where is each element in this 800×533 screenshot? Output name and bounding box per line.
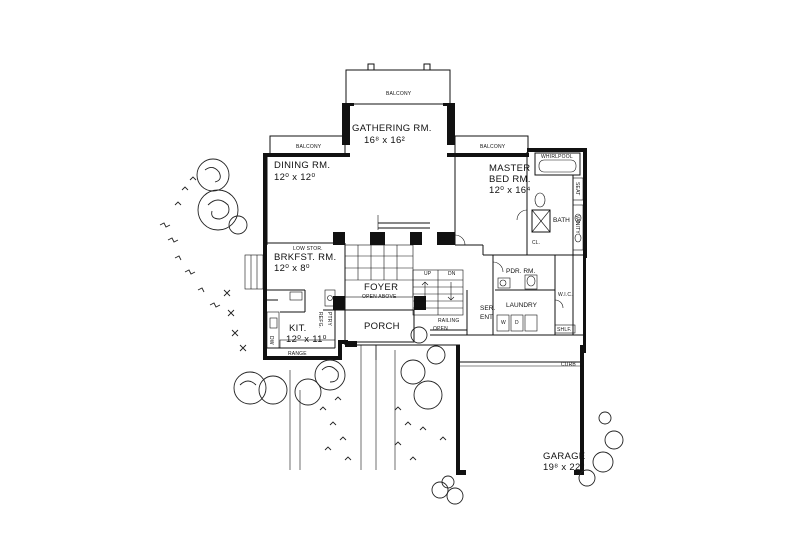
kitchen-name: KIT. <box>289 323 307 334</box>
master-room-size: 12⁰ x 16⁴ <box>489 185 531 196</box>
dishwasher-label: DW <box>268 336 274 345</box>
staircase <box>412 269 464 316</box>
brkfst-room-size: 12⁰ x 8⁰ <box>274 263 310 274</box>
master-room-name-2: BED RM. <box>489 174 531 185</box>
stair-down-label: DN <box>448 271 456 277</box>
service-entry-line2: ENT. <box>480 314 494 321</box>
bath-fixtures <box>531 177 584 251</box>
washer-label: W <box>501 320 506 326</box>
garage-size: 19⁸ x 22⁰ <box>543 462 585 473</box>
foyer-open-above: OPEN ABOVE <box>362 294 397 300</box>
closet-label-2: CL. <box>532 240 540 246</box>
closet-label-1: CL. <box>440 237 448 243</box>
bath-label: BATH <box>553 217 570 224</box>
walk-in-closet-label: W.I.C. <box>558 292 573 298</box>
room-labels: BALCONY BALCONY BALCONY GATHERING RM. 16… <box>268 91 585 473</box>
range-label: RANGE <box>288 351 307 357</box>
whirlpool-tub <box>534 152 581 176</box>
low-storage-label: LOW STOR. <box>293 246 323 252</box>
curb-label: CURB <box>561 362 576 368</box>
exterior-walls <box>263 103 587 475</box>
balcony-left-label: BALCONY <box>296 144 322 150</box>
refrigerator-label: REFG. <box>317 312 323 328</box>
garage-name: GARAGE <box>543 451 585 462</box>
shelf-label: SHLF. <box>557 327 572 333</box>
landscaping <box>159 158 624 505</box>
dining-room-name: DINING RM. <box>274 160 330 171</box>
foyer-name: FOYER <box>364 282 398 293</box>
pantry-label: PTRY <box>326 312 332 327</box>
gathering-room-name: GATHERING RM. <box>352 123 432 134</box>
porch-name: PORCH <box>364 321 400 332</box>
gathering-room-size: 16⁸ x 16² <box>364 135 405 146</box>
kitchen-size: 12⁰ x 11⁰ <box>286 334 327 345</box>
columns <box>333 232 460 353</box>
whirlpool-label: WHIRLPOOL <box>541 154 573 160</box>
brkfst-room-name: BRKFST. RM. <box>274 252 336 263</box>
master-room-name-1: MASTER <box>489 163 530 174</box>
side-deck <box>244 254 264 290</box>
laundry-name: LAUNDRY <box>506 302 538 309</box>
vanity-label: VANITY <box>574 215 580 234</box>
balcony-right-label: BALCONY <box>480 144 506 150</box>
stair-up-label: UP <box>424 271 432 277</box>
dryer-label: D <box>515 320 519 326</box>
powder-room-name: PDR. RM. <box>506 268 535 275</box>
kitchen-counters <box>266 289 336 349</box>
open-label: OPEN <box>433 326 448 332</box>
powder-room-fixtures <box>497 274 538 290</box>
seat-label: SEAT <box>574 182 580 196</box>
railing-label: RAILING <box>438 318 459 324</box>
porch-steps <box>344 309 415 470</box>
service-entry-line1: SER. <box>480 305 495 312</box>
balcony-top-label: BALCONY <box>386 91 412 97</box>
laundry-appliances <box>496 314 576 334</box>
dining-room-size: 12⁰ x 12⁰ <box>274 172 315 183</box>
balcony-top-outline <box>345 63 451 105</box>
